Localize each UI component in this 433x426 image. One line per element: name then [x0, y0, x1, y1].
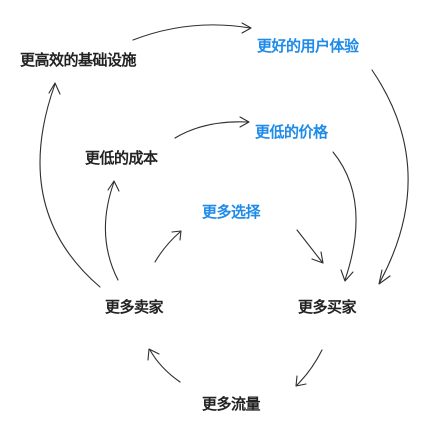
arrow-infrastructure-to-experience	[132, 22, 252, 41]
node-better-infrastructure: 更高效的基础设施	[20, 51, 137, 69]
node-more-traffic: 更多流量	[202, 395, 261, 413]
arrow-buyers-to-traffic	[295, 349, 323, 387]
node-more-selection: 更多选择	[202, 203, 261, 221]
node-lower-price: 更低的价格	[255, 123, 328, 141]
arrow-experience-to-buyers	[371, 69, 409, 285]
node-lower-cost: 更低的成本	[85, 149, 158, 167]
arrow-sellers-to-infrastructure	[39, 82, 101, 288]
arrow-traffic-to-sellers	[147, 348, 181, 383]
node-better-user-experience: 更好的用户体验	[257, 37, 359, 55]
arrow-selection-to-buyers	[296, 229, 324, 264]
node-more-sellers: 更多卖家	[105, 298, 164, 316]
arrow-cost-to-price	[174, 116, 250, 139]
arrow-sellers-to-cost	[104, 180, 120, 281]
arrow-sellers-to-selection	[154, 230, 182, 263]
node-more-buyers: 更多买家	[298, 298, 357, 316]
arrow-price-to-buyers	[332, 151, 357, 282]
